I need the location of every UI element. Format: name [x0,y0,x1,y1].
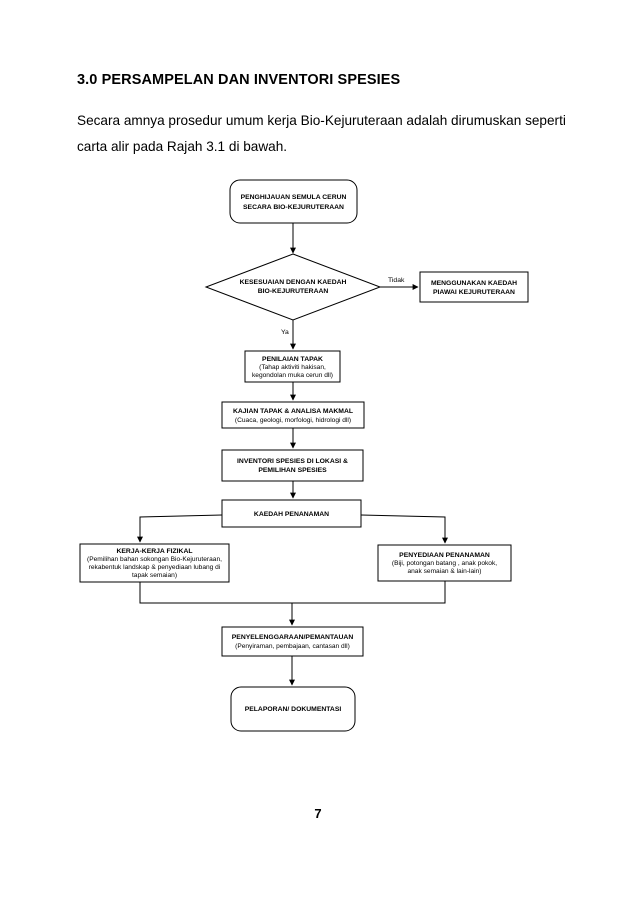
decision-line-2: BIO-KEJURUTERAAN [258,288,329,295]
maintenance-box [221,626,364,657]
alternative-line-2: PIAWAI KEJURUTERAAN [433,289,515,296]
merge-line-right [292,581,446,604]
physical-works-detail-2: rekabentuk landskap & penyediaan lubang … [89,564,221,571]
section-heading: 3.0 PERSAMPELAN DAN INVENTORI SPESIES [77,72,401,88]
maintenance-title: PENYELENGGARAAN/PEMANTAUAN [232,634,354,641]
site-assessment-title: PENILAIAN TAPAK [262,356,323,363]
intro-line-1: Secara amnya prosedur umum kerja Bio-Kej… [77,113,566,128]
physical-works-box [79,543,230,583]
physical-works-detail-1: (Pemilihan bahan sokongan Bio-Kejurutera… [87,556,222,563]
maintenance-detail-1: (Penyiraman, pembajaan, cantasan dll) [235,643,350,650]
merge-line-left [139,582,292,604]
inventory-line-1: INVENTORI SPESIES DI LOKASI & [237,458,348,465]
reporting-title: PELAPORAN/ DOKUMENTASI [245,706,342,713]
site-assessment-detail-2: kegondolan muka cerun dll) [252,372,333,379]
intro-line-2: carta alir pada Rajah 3.1 di bawah. [77,139,288,154]
page-number: 7 [314,806,322,821]
site-study-detail-1: (Cuaca, geologi, morfologi, hidrologi dl… [235,417,351,424]
arrow-method-to-physical-works [137,514,223,543]
site-study-box [221,401,365,429]
planting-prep-detail-1: (Biji, potongan batang , anak pokok, [392,560,497,567]
physical-works-detail-3: tapak semaian) [132,572,177,579]
planting-prep-title: PENYEDIAAN PENANAMAN [399,552,490,559]
planting-prep-box [377,544,512,582]
start-box [229,179,358,224]
planting-method-title: KAEDAH PENANAMAN [254,511,329,518]
site-assessment-detail-1: (Tahap aktiviti hakisan, [259,364,326,371]
reporting-box [230,686,356,732]
inventory-box [221,449,364,482]
yes-label: Ya [281,329,289,336]
planting-method-box [221,499,362,528]
start-line-1: PENGHIJAUAN SEMULA CERUN [241,194,347,201]
no-label: Tidak [388,277,405,284]
physical-works-title: KERJA-KERJA FIZIKAL [116,548,192,555]
start-line-2: SECARA BIO-KEJURUTERAAN [243,204,344,211]
site-assessment-box [244,350,341,383]
arrow-method-to-planting-prep [360,514,448,544]
site-study-title: KAJIAN TAPAK & ANALISA MAKMAL [233,408,353,415]
planting-prep-detail-2: anak semaian & lain-lain) [407,568,481,575]
decision-diamond [204,253,382,321]
alternative-box [419,271,529,303]
intro-paragraph: Secara amnya prosedur umum kerja Bio-Kej… [77,108,567,160]
alternative-line-1: MENGGUNAKAN KAEDAH [431,280,517,287]
decision-line-1: KESESUAIAN DENGAN KAEDAH [240,279,347,286]
inventory-line-2: PEMILIHAN SPESIES [258,467,327,474]
